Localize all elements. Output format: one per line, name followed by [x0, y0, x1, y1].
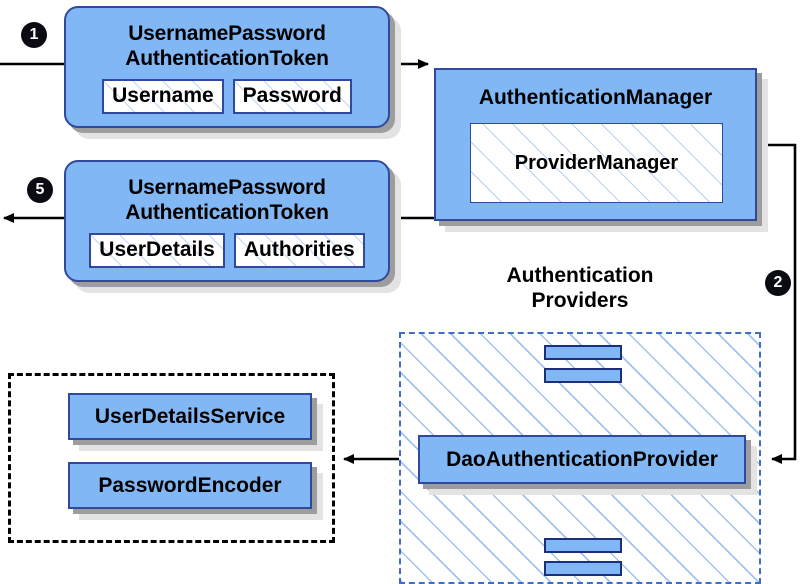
- response-token-field-userdetails[interactable]: UserDetails: [89, 232, 225, 268]
- request-token-field-username[interactable]: Username: [102, 78, 224, 114]
- provider-bar-top-1: [544, 345, 622, 360]
- authentication-providers-label: Authentication Providers: [506, 264, 654, 312]
- response-token-title: UsernamePassword AuthenticationToken: [125, 175, 329, 224]
- request-token-box[interactable]: UsernamePassword AuthenticationToken Use…: [64, 6, 390, 128]
- request-token-fields: Username Password: [102, 78, 352, 114]
- response-token-box[interactable]: UsernamePassword AuthenticationToken Use…: [64, 160, 390, 282]
- provider-bar-top-2: [544, 368, 622, 383]
- provider-bar-bottom-2: [544, 561, 622, 576]
- step-bullet-1: 1: [21, 22, 47, 48]
- authentication-manager-box[interactable]: AuthenticationManager ProviderManager: [434, 68, 757, 221]
- provider-bar-bottom-1: [544, 538, 622, 553]
- provider-manager-label: ProviderManager: [514, 151, 679, 174]
- user-details-service-label: UserDetailsService: [94, 404, 286, 428]
- dao-authentication-provider-box[interactable]: DaoAuthenticationProvider: [418, 435, 746, 484]
- password-encoder-label: PasswordEncoder: [98, 473, 282, 497]
- response-token-field-authorities[interactable]: Authorities: [233, 232, 365, 268]
- password-encoder-box[interactable]: PasswordEncoder: [68, 462, 312, 509]
- dao-authentication-provider-label: DaoAuthenticationProvider: [446, 447, 718, 471]
- step-bullet-2: 2: [765, 270, 791, 296]
- step-bullet-5: 5: [27, 177, 53, 203]
- response-token-fields: UserDetails Authorities: [89, 232, 365, 268]
- user-details-service-box[interactable]: UserDetailsService: [68, 393, 312, 440]
- authentication-manager-title: AuthenticationManager: [478, 86, 713, 109]
- provider-manager-box[interactable]: ProviderManager: [470, 123, 723, 203]
- request-token-field-password[interactable]: Password: [232, 78, 352, 114]
- request-token-title: UsernamePassword AuthenticationToken: [125, 21, 329, 70]
